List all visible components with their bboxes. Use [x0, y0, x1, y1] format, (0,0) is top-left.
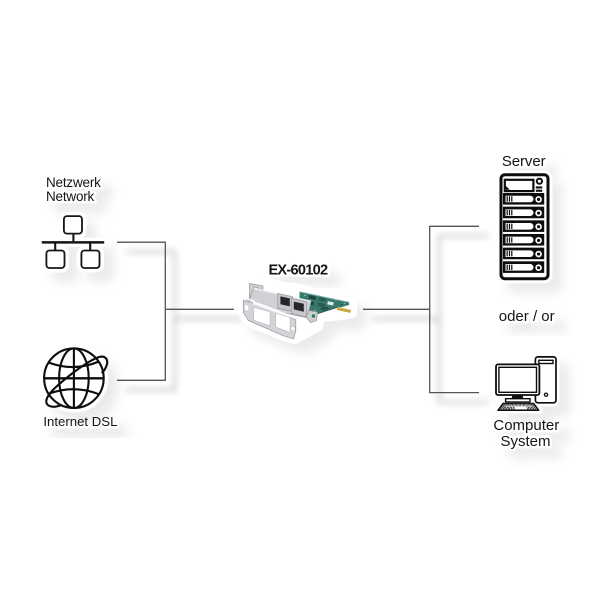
svg-text:Server: Server: [502, 153, 546, 170]
svg-text:Network: Network: [46, 189, 95, 204]
svg-text:Netzwerk: Netzwerk: [46, 175, 101, 190]
svg-text:oder / or: oder / or: [499, 308, 555, 325]
svg-text:Internet DSL: Internet DSL: [43, 414, 117, 429]
svg-text:EX-60102: EX-60102: [268, 262, 328, 278]
svg-text:System: System: [500, 433, 550, 450]
svg-text:Computer: Computer: [493, 417, 559, 434]
